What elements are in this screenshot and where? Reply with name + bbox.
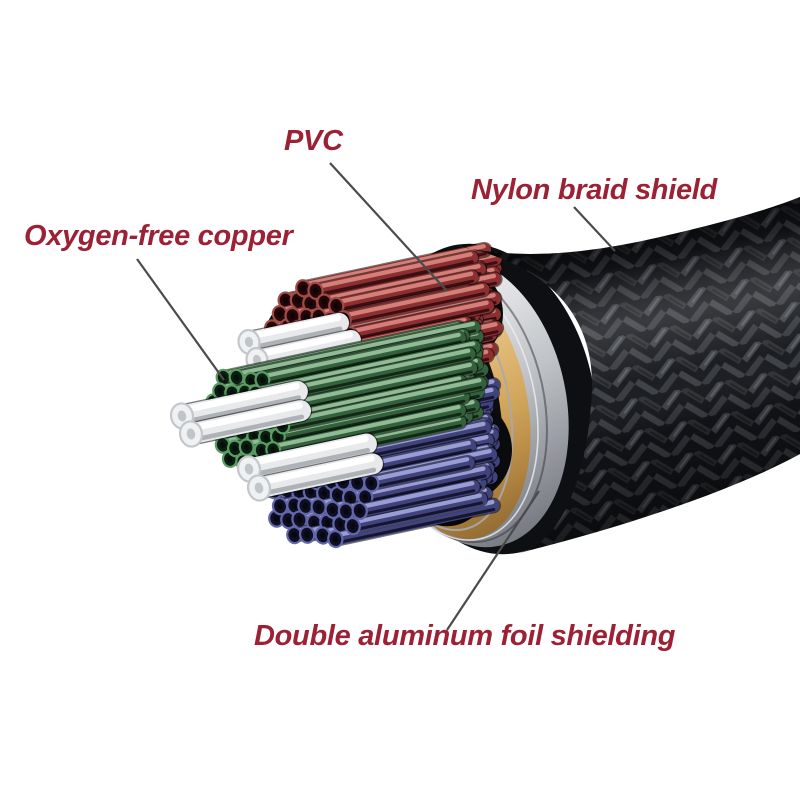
wire-pair-silver-left [169,379,313,448]
leader-lines [136,162,616,631]
leader-line-nylon-braid [573,206,616,252]
leader-line-pvc [329,162,448,292]
label-double-aluminum-foil-shielding: Double aluminum foil shielding [254,620,676,652]
wire-pair-silver-bottom [236,432,385,502]
wire-pair-silver-top [237,311,363,374]
label-oxygen-free-copper: Oxygen-free copper [24,220,293,252]
braid-shading [453,197,800,553]
label-pvc: PVC [284,125,343,157]
label-nylon-braid-shield: Nylon braid shield [471,174,717,206]
leader-line-aluminum-foil [446,490,540,631]
leader-line-oxygen-free-copper [136,258,225,381]
wire-bundles [169,241,512,549]
